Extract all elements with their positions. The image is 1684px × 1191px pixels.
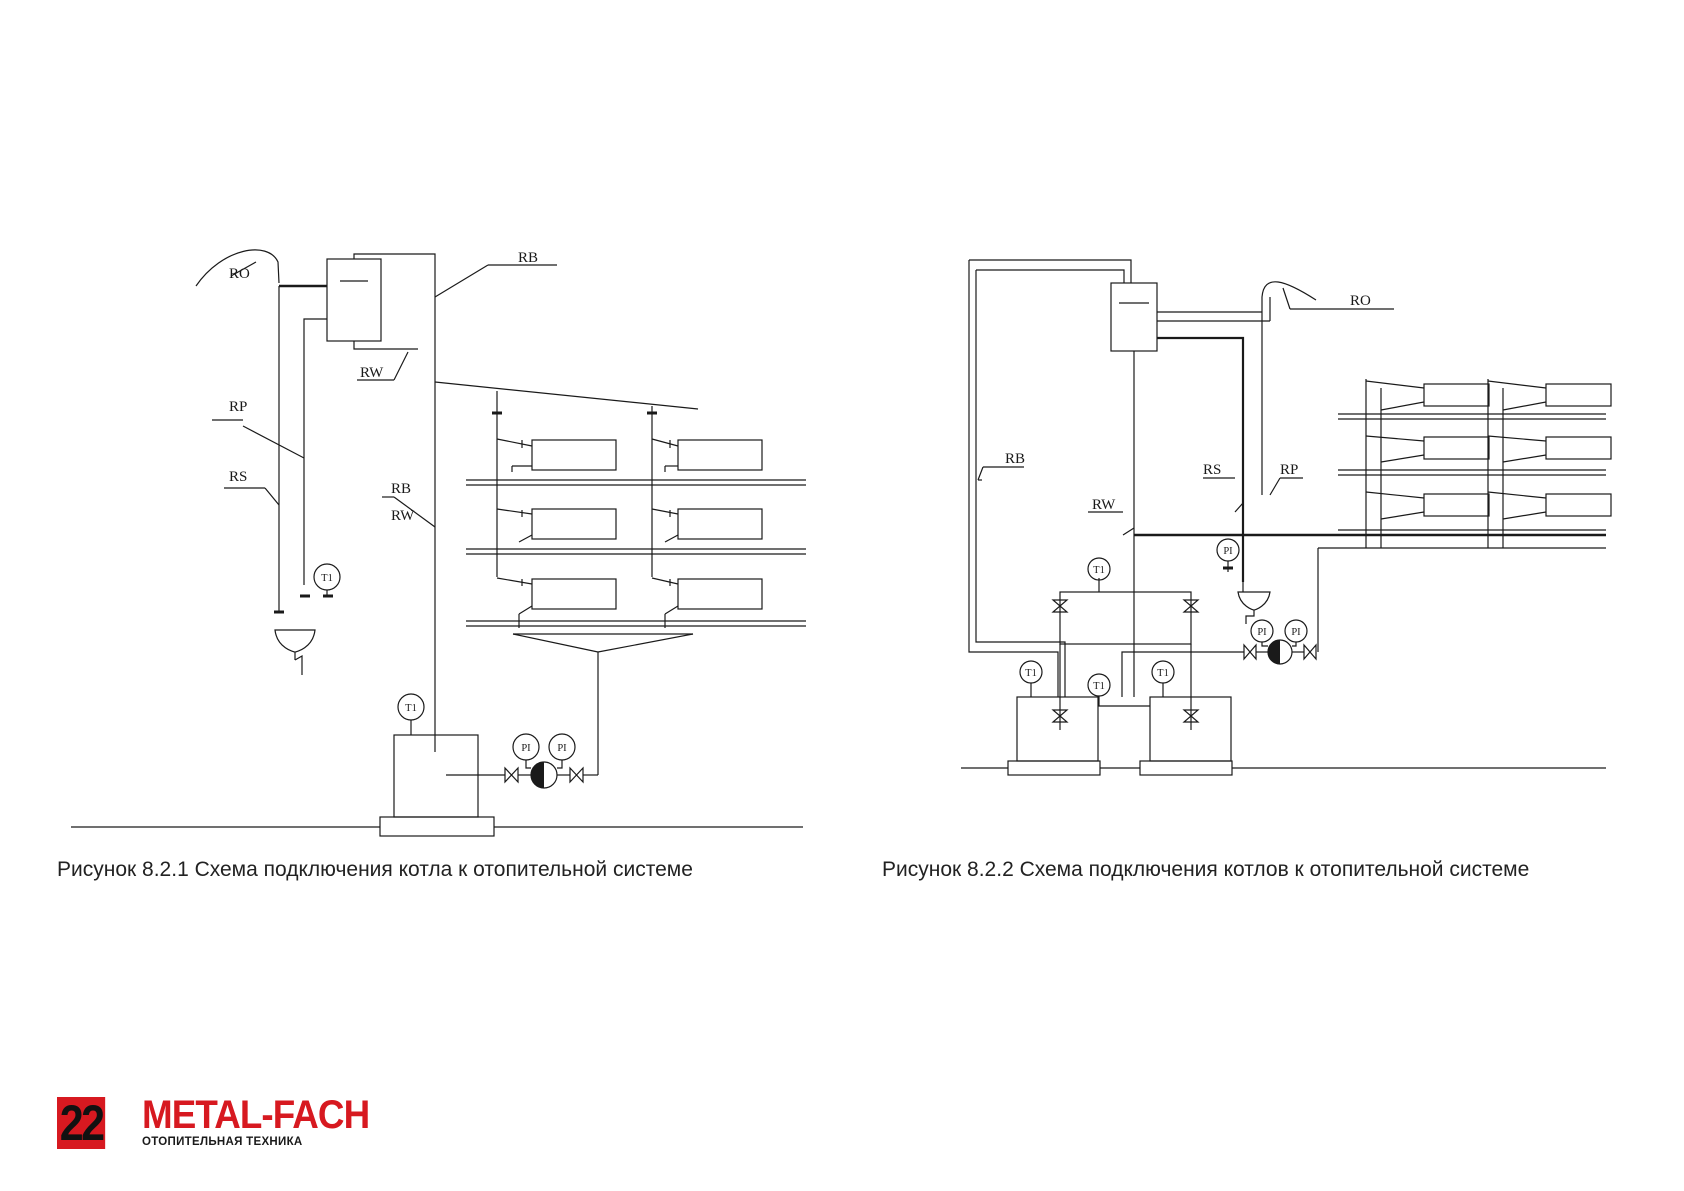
thermometer-gauge: [1087, 673, 1111, 697]
boiler: [393, 734, 479, 818]
label-rp-1: RP: [229, 399, 247, 415]
radiator: [531, 578, 617, 610]
thermometer-gauge: [1151, 660, 1175, 684]
valve: [1182, 599, 1200, 613]
label-rb-2: RB: [1005, 451, 1025, 467]
label-rs-1: RS: [229, 469, 247, 485]
radiator: [677, 578, 763, 610]
radiator: [677, 439, 763, 471]
gauge-pi-right-1: PI: [557, 743, 567, 754]
brand-tagline: ОТОПИТЕЛЬНАЯ ТЕХНИКА: [142, 1136, 303, 1148]
figure-2-scheme: RB RO RS RP RW PI: [961, 259, 1612, 776]
radiator: [531, 439, 617, 471]
figure-2-caption: Рисунок 8.2.2 Схема подключения котлов к…: [882, 858, 1530, 881]
boiler: [1016, 696, 1099, 762]
gauge-pi-left-2: PI: [1257, 627, 1267, 638]
valve: [1182, 709, 1200, 723]
distribution-header: [1059, 591, 1192, 645]
label-ro-2: RO: [1350, 293, 1371, 309]
pressure-gauge: [548, 733, 576, 761]
gauge-t1-boiler-left-2: T1: [1025, 668, 1037, 679]
valve: [1051, 709, 1069, 723]
gauge-t1-boiler-1: T1: [405, 703, 417, 714]
overflow-pipe: [195, 249, 280, 287]
radiator: [677, 508, 763, 540]
pressure-gauge: [1284, 619, 1308, 643]
radiator: [1545, 436, 1612, 460]
gauge-pi-left-1: PI: [521, 743, 531, 754]
label-rb-top: RB: [518, 250, 538, 266]
brand-logo: METAL-FACH ОТОПИТЕЛЬНАЯ ТЕХНИКА: [142, 1095, 389, 1148]
radiator: [1545, 383, 1612, 407]
thermometer-gauge: [1087, 557, 1111, 581]
label-rw-top: RW: [360, 365, 384, 381]
brand-name: METAL-FACH: [142, 1093, 370, 1137]
thermometer-gauge: [397, 693, 425, 721]
valve: [569, 766, 584, 784]
valve: [1051, 599, 1069, 613]
boiler-base: [1007, 760, 1101, 776]
thermometer-gauge: [313, 563, 341, 591]
radiator: [1423, 383, 1490, 407]
pressure-gauge: [1250, 619, 1274, 643]
boiler-base: [379, 816, 495, 837]
pressure-gauge: [512, 733, 540, 761]
page-number: 22: [57, 1097, 106, 1149]
label-rb-mid: RB: [391, 481, 411, 497]
gauge-pi-top-2: PI: [1223, 546, 1233, 557]
expansion-vessel: [1110, 282, 1158, 352]
thermometer-gauge: [1019, 660, 1043, 684]
gauge-t1-header-2: T1: [1093, 565, 1105, 576]
radiator: [531, 508, 617, 540]
gauge-t1-middle-2: T1: [1093, 681, 1105, 692]
boiler-base: [1139, 760, 1233, 776]
label-rw-mid: RW: [391, 508, 415, 524]
safety-valve: [1237, 591, 1271, 611]
expansion-vessel: [326, 258, 382, 342]
radiator: [1423, 493, 1490, 517]
valve: [1243, 643, 1257, 661]
safety-valve: [274, 629, 316, 653]
label-rp-2: RP: [1280, 462, 1298, 478]
gauge-pi-right-2: PI: [1291, 627, 1301, 638]
label-ro-1: RO: [229, 266, 250, 282]
label-rs-2: RS: [1203, 462, 1221, 478]
valve: [504, 766, 519, 784]
radiator: [1545, 493, 1612, 517]
valve: [1303, 643, 1317, 661]
gauge-t1-boiler-right-2: T1: [1157, 668, 1169, 679]
label-rw-2: RW: [1092, 497, 1116, 513]
figure-1-caption: Рисунок 8.2.1 Схема подключения котла к …: [57, 858, 693, 881]
radiator: [1423, 436, 1490, 460]
gauge-t1-left: T1: [321, 573, 333, 584]
overflow-pipe: [1261, 281, 1317, 312]
figure-1-scheme: RO RB RW RP RS T1 RB RW: [71, 249, 806, 837]
